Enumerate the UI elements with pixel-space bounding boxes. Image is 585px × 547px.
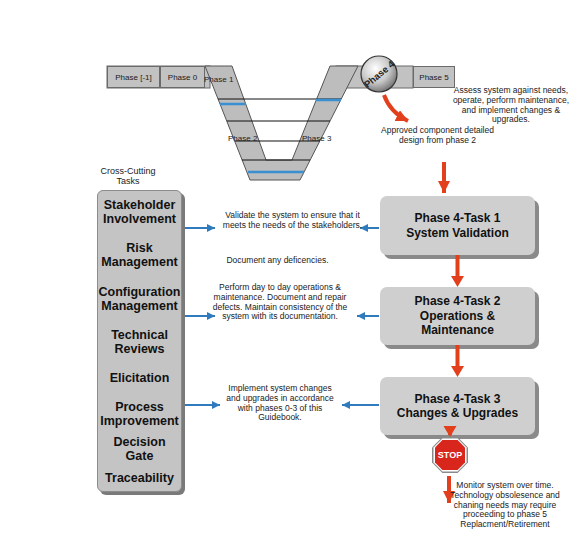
task-title: Phase 4-Task 2 [415,294,501,308]
v-marker [220,103,246,106]
octagon-face [435,440,465,470]
note-text: Implement system changes and upgrades in… [222,384,338,423]
leader-arrow [360,227,379,229]
leader-arrow [342,404,379,406]
arrow-head [451,276,464,287]
phase-name: Phase 5 [419,73,448,82]
note-text: Monitor system over time. Technology obs… [438,481,572,530]
phase-cell: Phase 5 [413,66,455,88]
cross-cutting-item: Traceability [98,471,181,485]
cross-cutting-item: Configuration Management [98,285,181,314]
cross-cutting-item: Decision Gate [98,435,181,464]
leader-arrow [357,315,379,317]
v-marker [316,99,341,102]
cross-cutting-item: Process Improvement [98,400,181,429]
task-title: Phase 4-Task 1 [415,211,501,225]
cross-cutting-item: Elicitation [98,371,181,385]
leader-arrow [185,315,215,317]
note-text: Perform day to day operations & maintena… [205,283,355,322]
arrow-shaft [456,345,460,368]
arrow-head [451,366,464,377]
v-rung [227,121,330,122]
task-box: Phase 4-Task 2Operations & Maintenance [380,287,535,345]
leader-arrow [442,162,446,193]
task-name: Changes & Upgrades [397,406,518,420]
stop-sign: STOP [432,437,468,473]
cross-cutting-item: Risk Management [98,241,181,270]
cross-cutting-heading: Cross-Cutting Tasks [92,166,164,187]
leader-arrow [185,404,220,406]
arrow-shaft [448,428,452,435]
note-text: Assess system against needs, operate, pe… [450,86,572,125]
note-text: Approved component detailed design from … [380,126,495,146]
phase-name: Phase 0 [168,73,197,82]
note-text: Validate the system to ensure that it me… [220,211,365,231]
phase-label: Phase 1 [204,75,244,84]
arrow-shaft [456,255,460,278]
circle-outline [361,56,397,92]
cross-cutting-box: Cross-Cutting TasksStakeholder Involveme… [97,190,182,492]
flow-arrow [451,345,464,377]
stop-text: STOP [438,450,462,460]
cross-cutting-item: Technical Reviews [98,328,181,357]
phase-cell: Phase [-1] [107,66,160,88]
task-name: Operations & Maintenance [388,309,528,338]
flow-arrow [444,426,457,437]
task-box: Phase 4-Task 3Changes & Upgrades [380,377,535,435]
phase-cell: Phase 0 [160,66,205,88]
v-marker [248,171,304,174]
phase-circle: Phase 4 [360,55,398,93]
v-rung [218,99,341,100]
octagon-border [434,439,467,472]
cross-cutting-item: Stakeholder Involvement [98,198,181,227]
phase-bar [107,66,210,88]
octagon-rim [432,437,468,473]
v-rung [242,160,310,161]
v-band [205,66,358,180]
task-box: Phase 4-Task 1System Validation [380,196,535,255]
arrow-head [444,426,457,437]
note-text: Document any deficencies. [220,256,335,266]
leader-arrow [185,227,215,229]
leader-arrow [384,95,408,121]
task-title: Phase 4-Task 3 [415,392,501,406]
flow-arrow [451,255,464,287]
phase-label: Phase 2 [228,134,268,143]
task-name: System Validation [406,226,509,240]
phase-name: Phase [-1] [115,73,151,82]
phase-label: Phase 3 [302,134,342,143]
